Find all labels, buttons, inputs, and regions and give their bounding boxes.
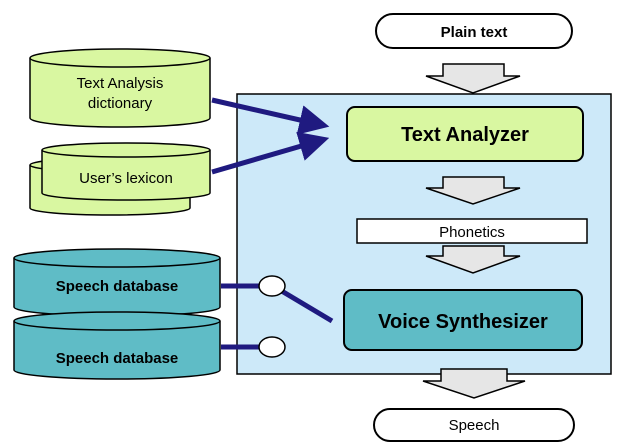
switch-contact-2 — [258, 336, 286, 358]
speech-database-2: Speech database — [13, 311, 221, 380]
flow-arrow-output — [422, 368, 526, 399]
text-analyzer-label: Text Analyzer — [401, 124, 529, 146]
switch-contact-1 — [258, 275, 286, 297]
voice-synthesizer-box: Voice Synthesizer — [343, 289, 583, 351]
speech-database-1: Speech database — [13, 248, 221, 317]
text-analyzer-box: Text Analyzer — [346, 106, 584, 162]
speech-output: Speech — [373, 408, 575, 442]
lexicon-to-analyzer-arrow — [211, 131, 330, 175]
flow-arrow-input — [425, 63, 521, 94]
text-analysis-dictionary-line1: Text Analysis — [77, 75, 164, 92]
user-lexicon: User’s lexicon — [29, 142, 211, 216]
flow-arrow-phonetics-to-synthesizer — [425, 245, 521, 274]
dictionary-to-analyzer-arrow — [211, 97, 330, 135]
user-lexicon-label: User’s lexicon — [79, 170, 173, 187]
speech-database-1-label: Speech database — [56, 278, 179, 295]
text-analysis-dictionary-line2: dictionary — [88, 95, 153, 112]
speech-label: Speech — [449, 417, 500, 434]
voice-synthesizer-label: Voice Synthesizer — [378, 311, 548, 333]
flow-arrow-analyzer-to-phonetics — [425, 176, 521, 205]
plain-text-label: Plain text — [441, 24, 508, 41]
phonetics-label: Phonetics — [439, 224, 505, 241]
plain-text-input: Plain text — [375, 13, 573, 49]
phonetics-box: Phonetics — [356, 218, 588, 244]
text-analysis-dictionary: Text Analysis dictionary — [29, 48, 211, 128]
speech-database-2-label: Speech database — [56, 350, 179, 367]
switch-lever — [278, 287, 334, 324]
